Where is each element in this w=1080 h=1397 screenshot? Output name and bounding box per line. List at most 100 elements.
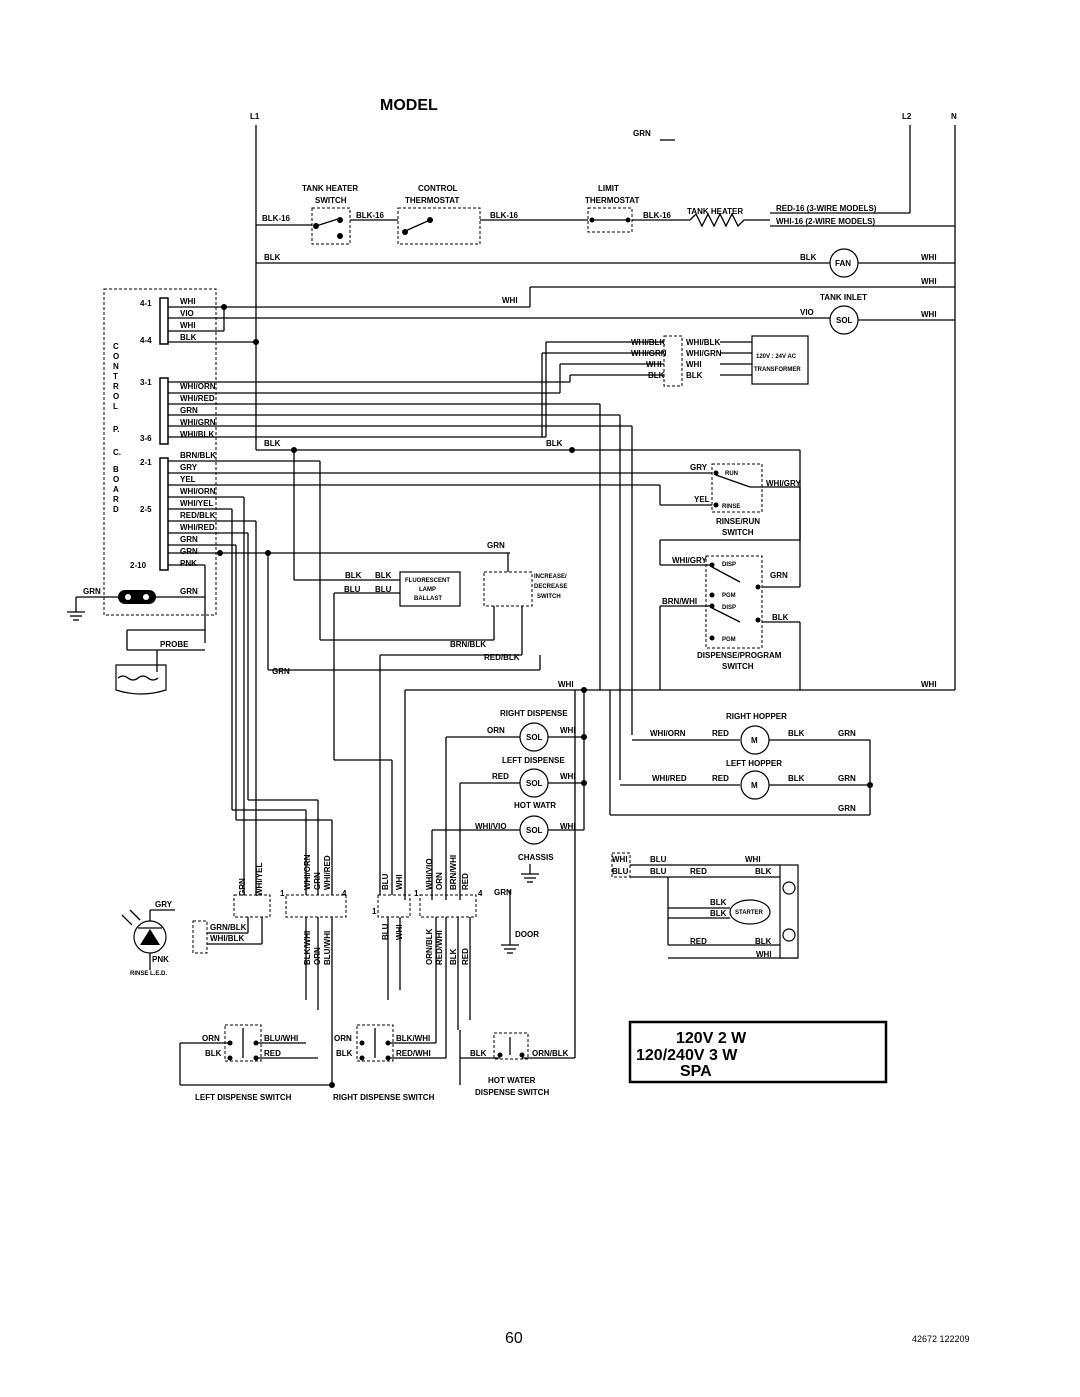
blk-mid-right: BLK	[546, 439, 563, 448]
hw-whi: WHI	[560, 822, 576, 831]
lds-orn: ORN	[202, 1034, 220, 1043]
whi-bus-right: WHI	[921, 680, 937, 689]
probe-label: PROBE	[160, 640, 189, 649]
title-line-3: SPA	[680, 1063, 712, 1080]
ballast-blu-2: BLU	[375, 585, 392, 594]
title-line-1: 120V 2 W	[676, 1030, 747, 1047]
rinse-gry: GRY	[690, 463, 708, 472]
grn-v-1: GRN	[494, 888, 512, 897]
j4-0: WHI	[180, 297, 196, 306]
j3-4: WHI/BLK	[180, 430, 214, 439]
c2-bot-0: BLK/WHI	[303, 931, 312, 965]
j2-8: GRN	[180, 547, 198, 556]
lamp-blk-top: BLK	[755, 867, 772, 876]
c4-pin1: 1	[414, 889, 419, 898]
tank-heater-label: TANK HEATER	[687, 207, 743, 216]
wire-label-blk16-c: BLK-16	[490, 211, 519, 220]
hws-name-2: DISPENSE SWITCH	[475, 1088, 549, 1097]
wire-label-blk16-d: BLK-16	[643, 211, 672, 220]
whi-bus-left: WHI	[558, 680, 574, 689]
hw-whivio: WHI/VIO	[475, 822, 507, 831]
lds-red: RED	[264, 1049, 281, 1058]
disp-whigry: WHI/GRY	[672, 556, 707, 565]
c4-top-3: RED	[461, 873, 470, 890]
board-letter-6: L	[113, 402, 118, 411]
tank-heater-element	[689, 212, 770, 228]
rail-whi-1: WHI	[921, 277, 937, 286]
chassis-ground: GRN GRN	[67, 587, 205, 621]
fan-blk-right: BLK	[800, 253, 817, 262]
fan-label: FAN	[835, 259, 851, 268]
fluorescent-tube	[779, 864, 799, 959]
pin-2-5: 2-5	[140, 505, 152, 514]
ld-label: LEFT DISPENSE	[502, 756, 565, 765]
c4-bot-1: RED/WHI	[435, 930, 444, 965]
control-thermostat-label-1: CONTROL	[418, 184, 458, 193]
transformer-label-2: TRANSFORMER	[754, 367, 801, 373]
model-title-block: 120V 2 W 120/240V 3 W SPA	[628, 1020, 888, 1084]
j2-wiring: GRY YEL GRN	[168, 460, 712, 676]
lh-grn: GRN	[838, 774, 856, 783]
led-label: RINSE L.E.D.	[130, 971, 167, 977]
grn-rail-label: GRN	[633, 129, 651, 138]
board-letter-1: O	[113, 352, 119, 361]
j2-7: GRN	[180, 535, 198, 544]
disp-name-1: DISPENSE/PROGRAM	[697, 651, 782, 660]
led-gry: GRY	[155, 900, 173, 909]
ballast-blu-1: BLU	[344, 585, 361, 594]
board-letter-5: O	[113, 392, 119, 401]
tank-heater-switch-label-2: SWITCH	[315, 196, 347, 205]
rh-grn: GRN	[838, 729, 856, 738]
rh-blk: BLK	[788, 729, 805, 738]
rd-whi: WHI	[560, 726, 576, 735]
c4-pin4: 4	[478, 889, 483, 898]
j4-1: VIO	[180, 309, 194, 318]
disp-c4: PGM	[722, 637, 736, 643]
led-grnblk: GRN/BLK	[210, 923, 247, 932]
lamp-blu-l: BLU	[612, 867, 629, 876]
incdec-l1: INCREASE/	[534, 574, 567, 580]
l1-label: L1	[250, 112, 260, 121]
disp-grn: GRN	[770, 571, 788, 580]
c4-bot-2: BLK	[449, 948, 458, 965]
lh-label: LEFT HOPPER	[726, 759, 782, 768]
xfmr-right-3: BLK	[686, 371, 703, 380]
j2-9: PNK	[180, 559, 197, 568]
lamp-blk-2: BLK	[710, 898, 727, 907]
rds-redwhi: RED/WHI	[396, 1049, 431, 1058]
limit-thermostat-label-2: THERMOSTAT	[585, 196, 639, 205]
rinse-yel: YEL	[694, 495, 710, 504]
incdec-grn: GRN	[487, 541, 505, 550]
lh-red: RED	[712, 774, 729, 783]
l2-label: L2	[902, 112, 912, 121]
board-letter-13: O	[113, 475, 119, 484]
lds-name: LEFT DISPENSE SWITCH	[195, 1093, 292, 1102]
lh-blk: BLK	[788, 774, 805, 783]
tank-inlet-vio: VIO	[800, 308, 814, 317]
c2-bot-2: BLU/WHI	[323, 931, 332, 965]
c3-bot-0: BLU	[381, 923, 390, 940]
lamp-blk-3: BLK	[710, 909, 727, 918]
ballast-box	[399, 571, 461, 607]
rh-whiorn: WHI/ORN	[650, 729, 686, 738]
xfmr-right-0: WHI/BLK	[686, 338, 720, 347]
document-code: 42672 122209	[912, 1334, 970, 1344]
c2-top-2: WHI/RED	[323, 855, 332, 890]
lamp-blu-a: BLU	[650, 855, 667, 864]
pin-4-1: 4-1	[140, 299, 152, 308]
j2-1: GRY	[180, 463, 198, 472]
fan-circuit: BLK BLK FAN WHI WHI	[256, 248, 955, 288]
control-board: C O N T R O L P. C. B O A R D 4-1 4-4 3-…	[103, 287, 632, 616]
xfmr-right-2: WHI	[686, 360, 702, 369]
disp-c1: DISP	[722, 562, 736, 568]
ballast-l1: FLUORESCENT	[405, 578, 450, 584]
board-letter-2: N	[113, 362, 119, 371]
inline-connectors: GRN WHI/YEL 1 4 WHI/ORN GRN WHI/RED BLK/…	[231, 497, 483, 1088]
lds-blk: BLK	[205, 1049, 222, 1058]
board-letter-4: R	[113, 382, 119, 391]
pin-2-10: 2-10	[130, 561, 147, 570]
lh-m: M	[751, 781, 758, 790]
disp-c3: DISP	[722, 605, 736, 611]
j3-1: WHI/RED	[180, 394, 215, 403]
c3-top-0: BLU	[381, 873, 390, 890]
